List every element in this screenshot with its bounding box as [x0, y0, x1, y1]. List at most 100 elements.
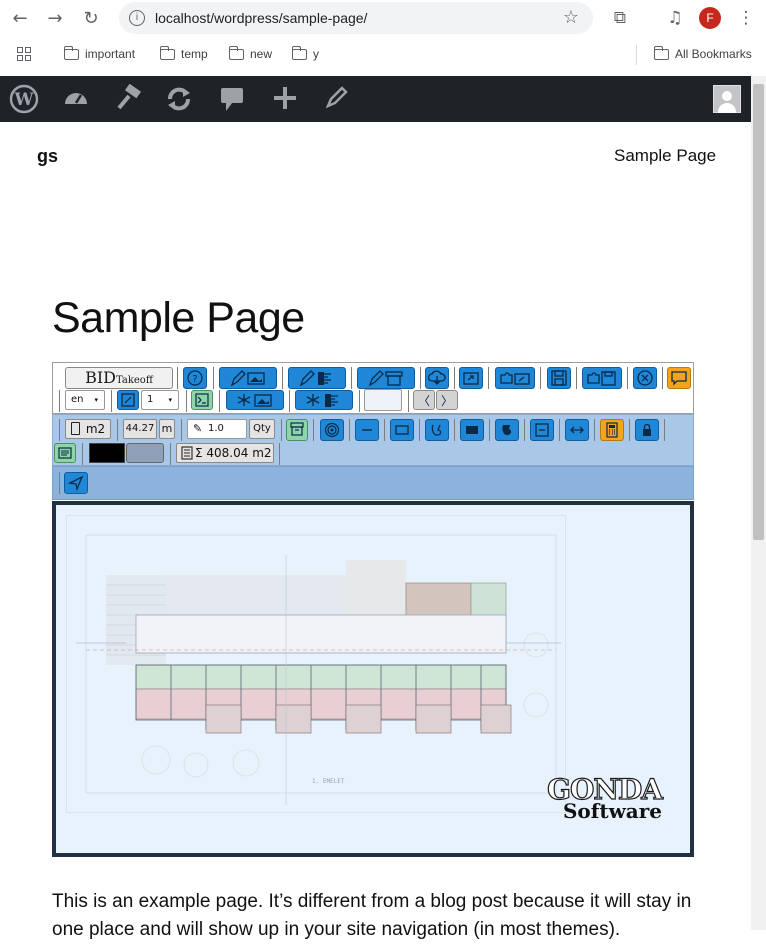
url-text[interactable]: localhost/wordpress/sample-page/	[155, 10, 368, 26]
address-bar[interactable]: i localhost/wordpress/sample-page/ ☆	[119, 2, 593, 34]
calculator-icon	[606, 422, 618, 438]
filled-rectangle-button[interactable]	[460, 419, 484, 441]
toolbar-separator	[662, 367, 663, 389]
folder-icon	[159, 45, 175, 60]
nav-sample-page[interactable]: Sample Page	[614, 146, 717, 165]
toolbar-row-1: BIDTakeoff ?	[52, 362, 694, 414]
media-control-icon[interactable]: ♫	[667, 8, 683, 28]
language-value: en	[71, 394, 84, 405]
prev-page-button[interactable]: 〈	[413, 390, 435, 410]
drawing-frame: 1. EMELET GONDA Software	[52, 501, 694, 857]
chevron-left-icon: 〈	[417, 394, 430, 408]
freeze-measure-button[interactable]	[295, 390, 353, 410]
draw-archive-button[interactable]	[357, 367, 415, 389]
close-button[interactable]	[633, 367, 657, 389]
reload-icon[interactable]: ↻	[83, 8, 99, 29]
area-unit-box[interactable]: m2	[65, 419, 111, 439]
next-page-button[interactable]: 〉	[436, 390, 458, 410]
cloud-download-button[interactable]	[425, 367, 449, 389]
browser-chrome: ← → ↻ i localhost/wordpress/sample-page/…	[0, 0, 766, 76]
language-select[interactable]: en▾	[65, 390, 105, 410]
profile-avatar[interactable]: F	[699, 7, 721, 29]
updates-icon[interactable]	[163, 84, 195, 114]
rectangle-tool-button[interactable]	[390, 419, 414, 441]
sum-area-display: Σ 408.04 m2	[176, 443, 274, 463]
page-number-select[interactable]: 1▾	[141, 390, 179, 410]
site-title[interactable]: gs	[37, 146, 59, 166]
filled-shape-button[interactable]	[495, 419, 519, 441]
toolbar-separator	[59, 472, 60, 494]
save-puzzle-button[interactable]	[582, 367, 622, 389]
toolbar-separator	[289, 390, 290, 412]
qty-button[interactable]: Qty	[249, 419, 275, 439]
stroke-color-swatch[interactable]	[89, 443, 125, 463]
bookmark-y[interactable]: y	[291, 45, 319, 61]
freeform-icon	[431, 424, 442, 436]
toolbar-separator	[524, 419, 525, 441]
open-folder-button[interactable]	[459, 367, 483, 389]
target-tool-button[interactable]	[320, 419, 344, 441]
dimension-tool-button[interactable]	[565, 419, 589, 441]
archive-button[interactable]	[286, 419, 308, 441]
new-icon[interactable]	[269, 84, 301, 114]
page-view-button[interactable]	[117, 390, 139, 410]
drawing-canvas[interactable]: 1. EMELET GONDA Software	[56, 505, 690, 853]
toolbar-separator	[384, 419, 385, 441]
toolbar-separator	[454, 419, 455, 441]
length-value-box[interactable]: 44.27	[123, 419, 157, 439]
apps-grid-icon[interactable]	[17, 47, 31, 61]
forward-arrow-icon[interactable]: →	[47, 8, 63, 29]
pointer-tool-button[interactable]	[64, 472, 88, 494]
toolbar-separator	[349, 419, 350, 441]
lock-button[interactable]	[635, 419, 659, 441]
site-info-icon[interactable]: i	[129, 10, 145, 26]
calculator-small-icon	[181, 446, 193, 460]
toolbar-separator	[488, 367, 489, 389]
toolbar-separator	[59, 390, 60, 412]
toolbar-separator	[489, 419, 490, 441]
bookmark-temp[interactable]: temp	[159, 45, 208, 61]
logo-sub-text: Takeoff	[115, 375, 153, 386]
save-button[interactable]	[547, 367, 571, 389]
help-icon: ?	[187, 370, 203, 386]
subtract-icon	[535, 423, 549, 437]
fill-color-swatch[interactable]	[126, 443, 164, 463]
comment-button[interactable]	[667, 367, 691, 389]
bidtakeoff-logo[interactable]: BIDTakeoff	[65, 367, 173, 389]
wordpress-icon[interactable]: W	[8, 84, 40, 114]
factor-input[interactable]: ✎1.0	[187, 419, 247, 439]
draw-image-button[interactable]	[219, 367, 277, 389]
pencil-archive-icon	[368, 370, 403, 387]
bookmark-new[interactable]: new	[228, 45, 272, 61]
svg-text:?: ?	[192, 374, 197, 385]
menu-kebab-icon[interactable]: ⋮	[737, 8, 755, 28]
calculator-button[interactable]	[600, 419, 624, 441]
zoom-input[interactable]	[364, 389, 402, 411]
notes-button[interactable]	[54, 443, 76, 463]
back-arrow-icon[interactable]: ←	[12, 8, 28, 29]
import-puzzle-button[interactable]	[495, 367, 535, 389]
user-avatar[interactable]	[713, 85, 741, 113]
customize-icon[interactable]	[112, 83, 144, 114]
page-outline-icon	[70, 422, 80, 435]
subtract-tool-button[interactable]	[530, 419, 554, 441]
dimension-arrows-icon	[570, 426, 584, 434]
toolbar-separator	[82, 443, 83, 465]
freeze-image-button[interactable]	[226, 390, 284, 410]
bookmark-star-icon[interactable]: ☆	[562, 7, 579, 28]
extensions-icon[interactable]: ⧉	[613, 8, 627, 28]
bookmark-important[interactable]: important	[63, 45, 135, 61]
edit-icon[interactable]	[320, 84, 352, 114]
console-button[interactable]	[191, 390, 213, 410]
page-scrollbar-thumb[interactable]	[753, 84, 764, 540]
dashboard-icon[interactable]	[60, 84, 92, 114]
freeform-tool-button[interactable]	[425, 419, 449, 441]
all-bookmarks[interactable]: All Bookmarks	[653, 45, 752, 61]
help-button[interactable]: ?	[183, 367, 207, 389]
toolbar-separator	[313, 419, 314, 441]
toolbar-separator	[281, 419, 282, 441]
logo-main-text: BID	[85, 368, 116, 387]
comments-icon[interactable]	[216, 84, 248, 114]
line-tool-button[interactable]	[355, 419, 379, 441]
draw-measure-button[interactable]	[288, 367, 346, 389]
